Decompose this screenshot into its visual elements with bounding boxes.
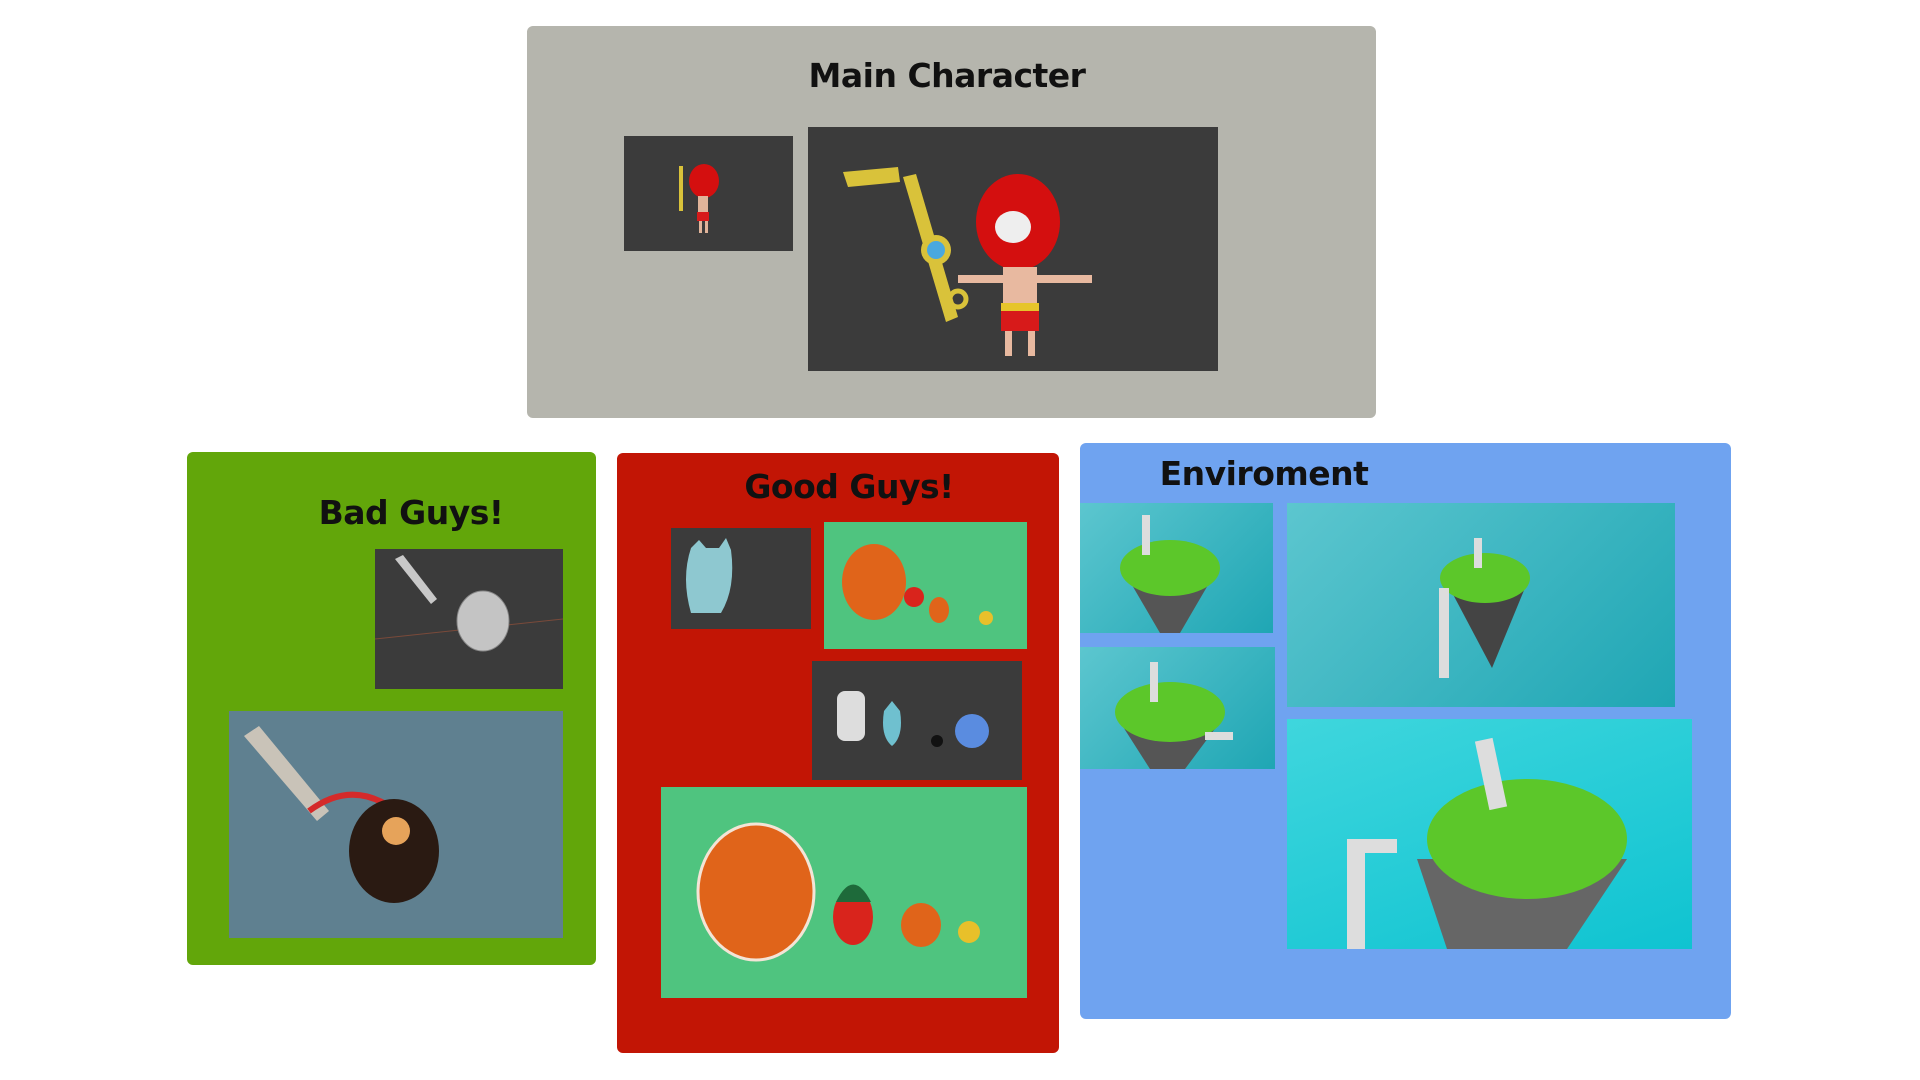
main-character-thumbnail[interactable] xyxy=(624,136,793,251)
good-guys-main-render[interactable] xyxy=(661,787,1027,998)
good-guys-group-render[interactable] xyxy=(812,661,1022,780)
main-character-title: Main Character xyxy=(808,56,1086,95)
bad-guys-title: Bad Guys! xyxy=(318,493,504,532)
bad-guy-render[interactable] xyxy=(229,711,563,938)
good-guys-lineup-render[interactable] xyxy=(824,522,1027,649)
environment-island-render-1[interactable] xyxy=(1080,503,1273,633)
bad-guy-wireframe-render[interactable] xyxy=(375,549,563,689)
environment-island-render-2[interactable] xyxy=(1080,647,1275,769)
environment-title: Enviroment xyxy=(1159,454,1369,493)
good-guys-title: Good Guys! xyxy=(744,467,954,506)
environment-island-render-4[interactable] xyxy=(1287,719,1692,949)
good-guy-ghost-render[interactable] xyxy=(671,528,811,629)
environment-island-render-3[interactable] xyxy=(1287,503,1675,707)
main-character-render[interactable] xyxy=(808,127,1218,371)
